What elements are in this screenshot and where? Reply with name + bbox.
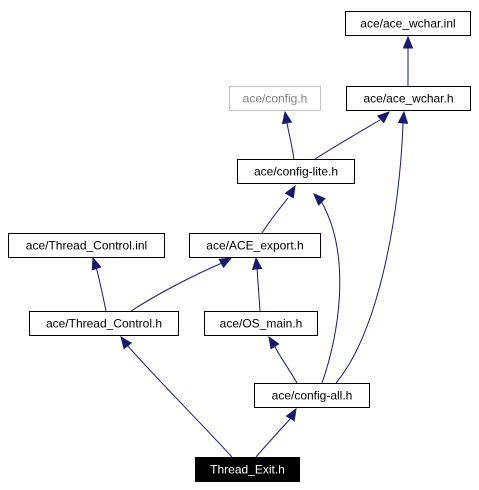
edge-line — [320, 200, 341, 384]
edge-line — [314, 119, 381, 160]
node-config-h[interactable]: ace/config.h — [229, 86, 321, 111]
edge-config_all_h-to-ace_wchar_h — [335, 110, 409, 384]
node-thread-control-h[interactable]: ace/Thread_Control.h — [29, 311, 179, 336]
arrowhead — [402, 35, 414, 49]
node-ace-wchar-h[interactable]: ace/ace_wchar.h — [346, 86, 471, 111]
arrowhead — [91, 256, 102, 271]
node-ace-export-h[interactable]: ace/ACE_export.h — [189, 233, 321, 258]
node-box — [346, 86, 471, 111]
node-label: ace/config.h — [243, 92, 308, 106]
node-label: ace/ACE_export.h — [206, 239, 303, 253]
node-thread-control-inl[interactable]: ace/Thread_Control.inl — [8, 233, 165, 258]
node-label: ace/OS_main.h — [220, 317, 303, 331]
edge-thread_exit_h-to-thread_control_h — [120, 335, 233, 458]
edge-thread_control_h-to-thread_control_inl — [91, 256, 107, 312]
edge-line — [130, 262, 223, 312]
arrowhead — [281, 110, 293, 125]
arrowhead — [313, 193, 326, 206]
arrowhead — [268, 335, 280, 350]
arrowhead — [285, 407, 297, 422]
edge-config_lite_h-to-config_h — [281, 110, 295, 160]
node-box — [237, 159, 355, 184]
node-box — [345, 11, 471, 36]
arrowhead — [120, 335, 133, 350]
node-label: ace/Thread_Control.h — [46, 317, 162, 331]
node-config-all-h[interactable]: ace/config-all.h — [254, 383, 370, 408]
node-label: ace/Thread_Control.inl — [26, 239, 147, 253]
arrowhead — [218, 257, 233, 269]
edge-line — [286, 122, 295, 160]
edge-line — [95, 266, 107, 312]
arrowhead — [376, 111, 390, 124]
node-label: ace/ace_wchar.inl — [360, 17, 455, 31]
node-box — [229, 86, 321, 111]
node-box — [254, 383, 370, 408]
node-label: Thread_Exit.h — [210, 463, 285, 477]
edge-thread_exit_h-to-config_all_h — [255, 407, 297, 458]
arrowhead — [251, 256, 263, 270]
node-config-lite-h[interactable]: ace/config-lite.h — [237, 159, 355, 184]
edge-os_main_h-to-ace_export_h — [251, 256, 263, 312]
node-box — [189, 233, 321, 258]
edge-line — [273, 344, 298, 384]
node-box — [29, 311, 179, 336]
node-os-main-h[interactable]: ace/OS_main.h — [204, 311, 318, 336]
node-label: ace/ace_wchar.h — [363, 92, 453, 106]
node-ace-wchar-inl[interactable]: ace/ace_wchar.inl — [345, 11, 471, 36]
node-box — [8, 233, 165, 258]
node-label: ace/config-all.h — [272, 389, 353, 403]
edge-thread_control_h-to-ace_export_h — [130, 257, 233, 312]
edge-config_all_h-to-os_main_h — [268, 335, 298, 384]
edge-line — [255, 418, 291, 458]
node-label: ace/config-lite.h — [254, 165, 338, 179]
edge-line — [256, 267, 261, 312]
edge-line — [126, 344, 233, 458]
edge-ace_wchar_h-to-ace_wchar_inl — [402, 35, 414, 86]
edge-ace_export_h-to-config_lite_h — [261, 184, 296, 234]
edge-config_lite_h-to-ace_wchar_h — [314, 111, 390, 160]
edge-line — [335, 122, 404, 384]
node-box — [195, 457, 300, 482]
edge-config_all_h-to-config_lite_h — [313, 193, 341, 384]
node-thread-exit-h: Thread_Exit.h — [195, 457, 300, 482]
edge-line — [261, 197, 289, 234]
node-box — [204, 311, 318, 336]
arrowhead — [284, 184, 296, 199]
arrowhead — [397, 110, 409, 124]
